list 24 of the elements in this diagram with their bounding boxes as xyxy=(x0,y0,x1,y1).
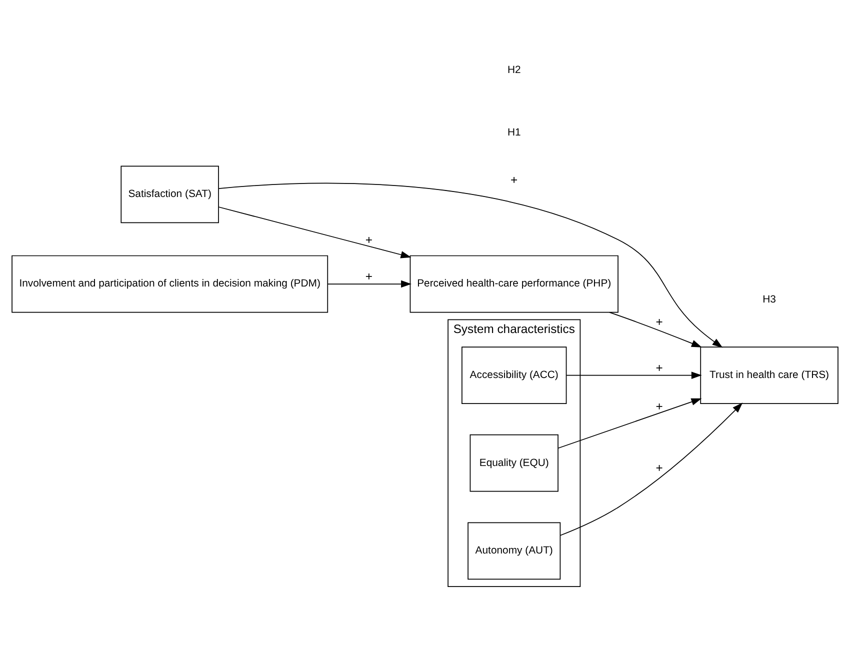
node-box: Accessibility (ACC) xyxy=(462,346,567,404)
edge-label: + xyxy=(365,270,372,284)
arrow xyxy=(608,312,702,348)
arrow xyxy=(218,182,723,348)
edge-label: + xyxy=(656,360,663,375)
node-box: Equality (EQU) xyxy=(470,434,558,492)
node-box: Satisfaction (SAT) xyxy=(120,166,219,224)
edge-label: + xyxy=(656,399,663,414)
node-box: Trust in health care (TRS) xyxy=(700,346,838,404)
node-box: Involvement and participation of clients in decision making (PDM) xyxy=(12,255,328,313)
node-box: Autonomy (AUT) xyxy=(468,522,561,580)
edge-label: + xyxy=(365,233,372,248)
arrow xyxy=(558,398,702,449)
arrow xyxy=(560,402,743,536)
arrow xyxy=(327,280,412,288)
node-box: Perceived health-care performance (PHP) xyxy=(410,255,618,313)
edge-label: + xyxy=(656,314,663,329)
arrow xyxy=(566,372,702,379)
label: H1 xyxy=(507,127,521,138)
edge-label: + xyxy=(510,173,518,188)
label: H2 xyxy=(507,64,521,76)
label: H3 xyxy=(762,294,776,306)
edge-label: + xyxy=(656,460,663,475)
arrow xyxy=(218,206,412,258)
